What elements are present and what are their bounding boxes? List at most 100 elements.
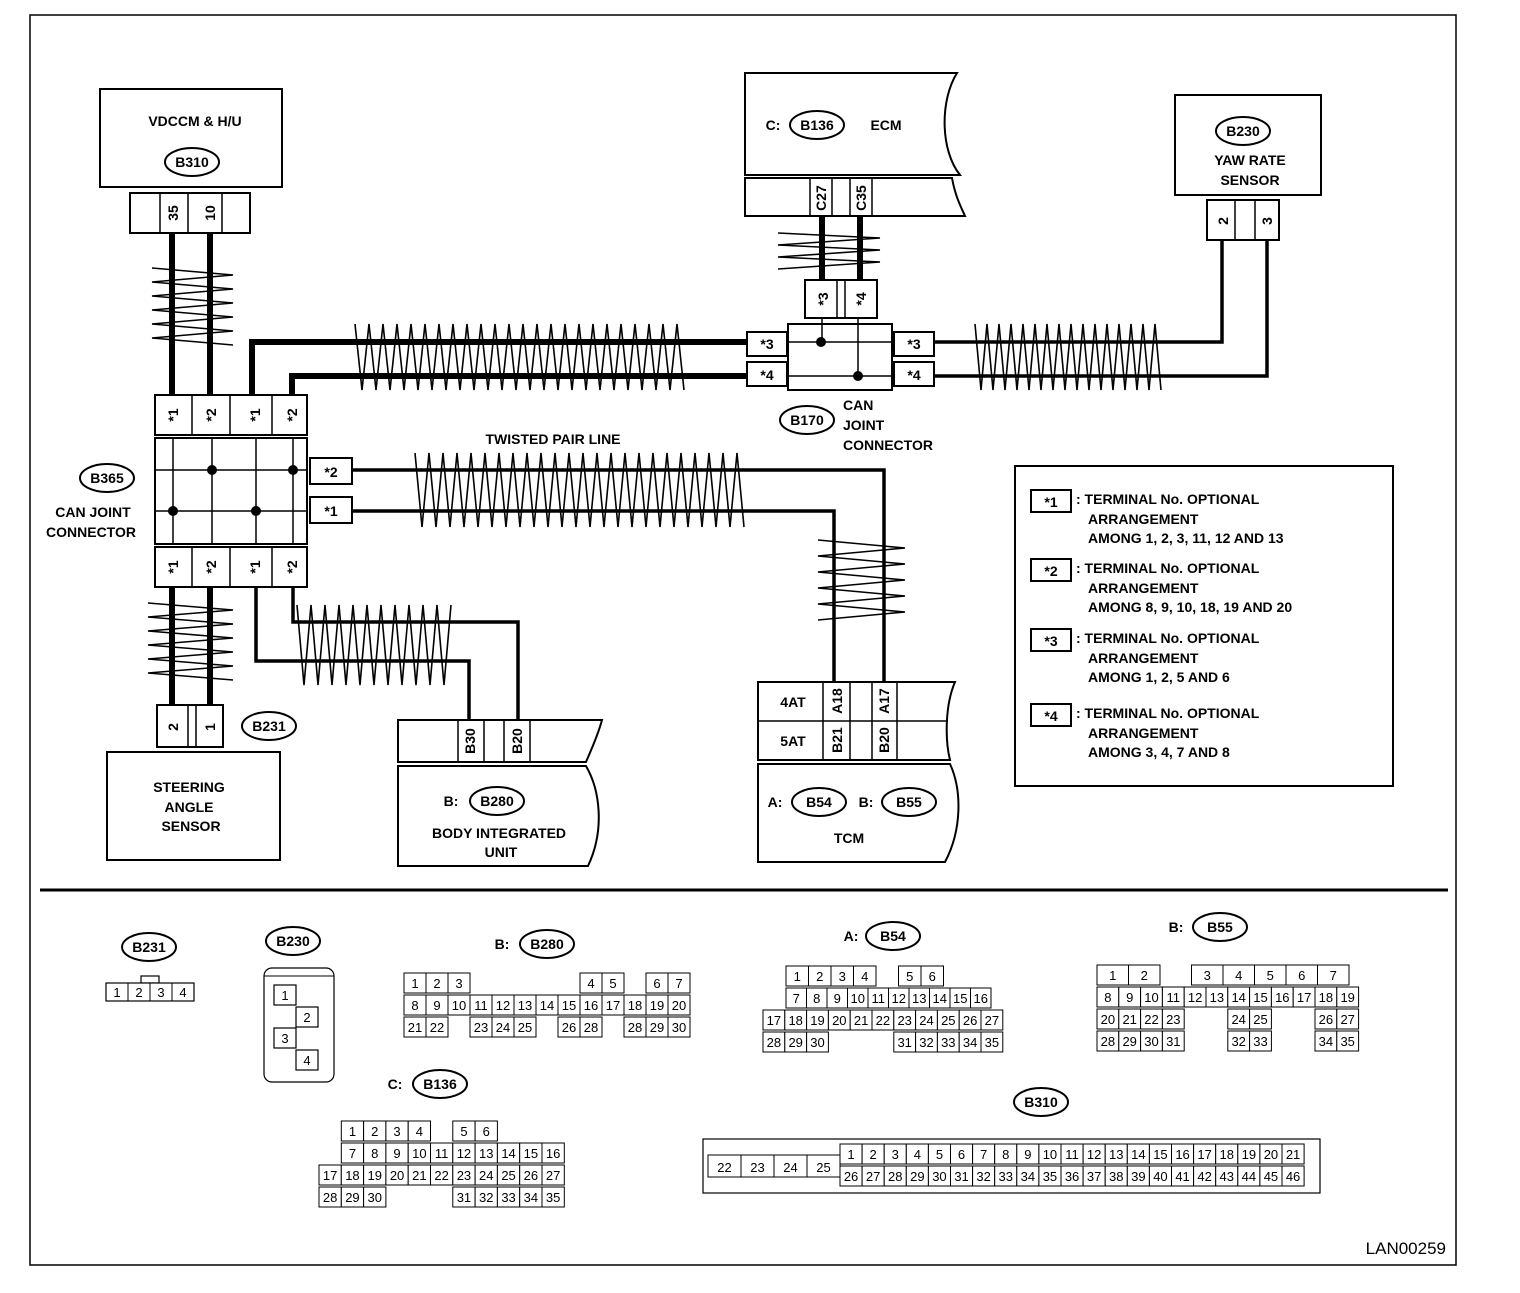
b365-bottom-pin-3: *1 — [247, 560, 263, 573]
b310-pin: 2 — [870, 1147, 877, 1162]
connector-b230-view: B230 1 2 3 4 — [263, 926, 335, 1083]
b136-pin: 17 — [323, 1168, 337, 1183]
b55-pin: 29 — [1122, 1034, 1136, 1049]
b365-top-pin-4: *2 — [284, 408, 300, 421]
b55-pin: 34 — [1319, 1034, 1333, 1049]
b55-pin: 27 — [1340, 1012, 1354, 1027]
b280-pin: 4 — [587, 976, 594, 991]
b54-pin: 27 — [985, 1013, 999, 1028]
vdccm-code-badge — [164, 147, 220, 177]
b54-pin: 22 — [876, 1013, 890, 1028]
b231-code: B231 — [132, 939, 166, 955]
b136-pin: 28 — [323, 1190, 337, 1205]
legend: *1 : TERMINAL No. OPTIONAL ARRANGEMENT A… — [1014, 465, 1394, 787]
steering-title-2: ANGLE — [165, 799, 214, 815]
b55-cell — [1317, 964, 1350, 986]
b136-pin: 12 — [457, 1146, 471, 1161]
b136-cell — [541, 1142, 565, 1164]
b54-pin: 35 — [985, 1035, 999, 1050]
b136-pin: 23 — [457, 1168, 471, 1183]
b310-pin: 43 — [1220, 1169, 1234, 1184]
b136-pin: 22 — [434, 1168, 448, 1183]
b365-code-badge — [79, 463, 135, 493]
twisted-pair-marks — [147, 232, 1162, 686]
b280-pin: 21 — [408, 1020, 422, 1035]
b170-label-2: JOINT — [843, 417, 885, 433]
vdccm-unit: VDCCM & H/U B310 35 10 — [99, 88, 283, 234]
b54-pin: 16 — [974, 991, 988, 1006]
b170-label-3: CONNECTOR — [843, 437, 933, 453]
b136-cell — [541, 1186, 565, 1208]
b230-pin-3: 3 — [281, 1031, 288, 1046]
b54-pin: 31 — [897, 1035, 911, 1050]
legend-line-2-1: : TERMINAL No. OPTIONAL — [1076, 560, 1260, 576]
b136-pin: 32 — [479, 1190, 493, 1205]
b55-view-prefix: B: — [1169, 919, 1184, 935]
b280-cell — [667, 994, 691, 1016]
b280-cell — [447, 972, 471, 994]
ecm-unit: C: B136 ECM C27 C35 — [744, 72, 967, 217]
b231-pin-2: 2 — [135, 985, 142, 1000]
b55-view-badge — [1192, 912, 1248, 942]
b280-cell — [601, 972, 625, 994]
legend-line-4-1: : TERMINAL No. OPTIONAL — [1076, 705, 1260, 721]
b54-pin: 17 — [767, 1013, 781, 1028]
b136-pin: 3 — [393, 1124, 400, 1139]
b55-pin: 13 — [1210, 990, 1224, 1005]
tcm-pin-b20: B20 — [876, 727, 892, 753]
b170-top-pin-1: *3 — [815, 292, 831, 305]
b310-pin: 3 — [892, 1147, 899, 1162]
b55-pin: 35 — [1340, 1034, 1354, 1049]
b54-pin: 19 — [810, 1013, 824, 1028]
steering-code: B231 — [252, 718, 286, 734]
b136-pin: 9 — [393, 1146, 400, 1161]
b280-pin: 11 — [474, 998, 488, 1013]
b280-pin: 26 — [562, 1020, 576, 1035]
b230-pin-4: 4 — [303, 1053, 310, 1068]
b136-pin: 5 — [460, 1124, 467, 1139]
b280-pin: 12 — [496, 998, 510, 1013]
b136-pin: 20 — [390, 1168, 404, 1183]
b55-pin: 8 — [1104, 990, 1111, 1005]
b55-pin: 24 — [1231, 1012, 1245, 1027]
tcm-code-b-badge — [881, 787, 937, 817]
b136-pin: 13 — [479, 1146, 493, 1161]
body-pin-2: B20 — [509, 728, 525, 754]
ecm-code: B136 — [800, 117, 834, 133]
b54-pin: 34 — [963, 1035, 977, 1050]
b55-cell — [1249, 1008, 1272, 1030]
b55-pin: 9 — [1126, 990, 1133, 1005]
b310-pin: 6 — [958, 1147, 965, 1162]
b136-pin: 8 — [371, 1146, 378, 1161]
b310-pin: 31 — [954, 1169, 968, 1184]
b136-pin: 1 — [349, 1124, 356, 1139]
tcm-title: TCM — [834, 830, 864, 846]
body-code-badge — [469, 786, 525, 816]
b280-pin: 14 — [540, 998, 554, 1013]
b280-pin: 20 — [672, 998, 686, 1013]
b55-pin: 11 — [1167, 990, 1181, 1005]
b136-view-prefix: C: — [388, 1076, 403, 1092]
b54-pin: 5 — [906, 969, 913, 984]
ecm-title: ECM — [870, 117, 901, 133]
b55-pin: 2 — [1141, 968, 1148, 983]
b310-pin: 10 — [1043, 1147, 1057, 1162]
b55-pin: 19 — [1340, 990, 1354, 1005]
b280-pin: 2 — [433, 976, 440, 991]
b55-pin: 3 — [1204, 968, 1211, 983]
b310-pin: 14 — [1131, 1147, 1145, 1162]
b136-pin: 15 — [524, 1146, 538, 1161]
b310-pin: 4 — [914, 1147, 921, 1162]
b280-pin: 17 — [606, 998, 620, 1013]
steering-angle-sensor: 2 1 B231 STEERING ANGLE SENSOR — [106, 704, 297, 861]
tcm-row2-label: 5AT — [780, 733, 806, 749]
b136-pin: 11 — [435, 1146, 449, 1161]
b55-pin: 6 — [1298, 968, 1305, 983]
legend-line-1-1: : TERMINAL No. OPTIONAL — [1076, 491, 1260, 507]
b310-pin: 24 — [783, 1160, 797, 1175]
b365-top-pin-1: *1 — [165, 408, 181, 421]
b55-pin: 1 — [1109, 968, 1116, 983]
